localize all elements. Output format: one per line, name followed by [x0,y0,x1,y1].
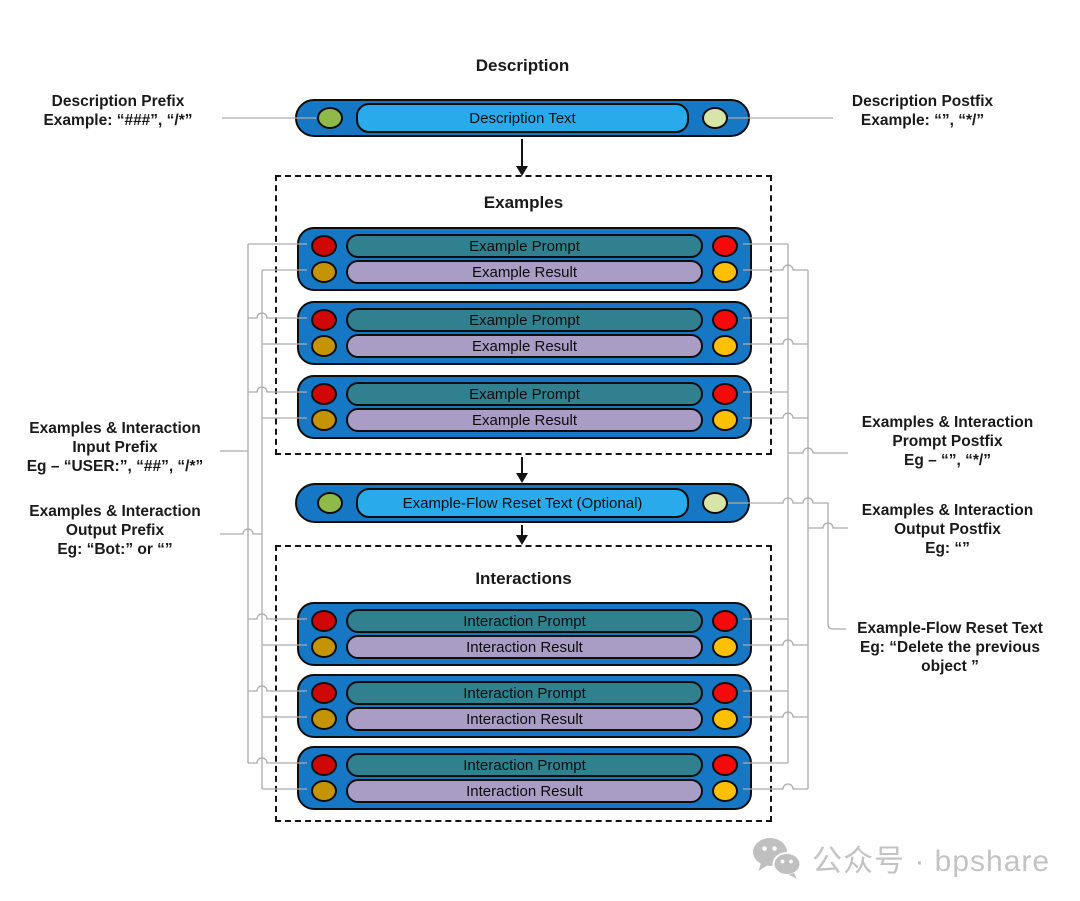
prompt-postfix-marker-icon [712,682,738,704]
example-result-line: Example Result [311,334,738,358]
note-line: Examples & Interaction [861,414,1034,431]
interactions-group-box: Interactions Interaction Prompt Interact… [275,545,772,822]
example-row: Example Prompt Example Result [297,227,752,291]
interaction-prompt-line: Interaction Prompt [311,609,738,633]
note-line: Examples & Interaction [29,420,201,437]
note-line: Example: “”, “*/” [860,112,985,129]
example-row: Example Prompt Example Result [297,301,752,365]
input-prefix-marker-icon [311,682,337,704]
output-postfix-marker-icon [712,708,738,730]
prompt-postfix-marker-icon [712,610,738,632]
output-prefix-note: Examples & Interaction Output Prefix Eg:… [2,502,228,559]
example-prompt-pill: Example Prompt [346,234,703,258]
output-prefix-marker-icon [311,335,337,357]
interaction-result-pill: Interaction Result [346,635,703,659]
input-prefix-marker-icon [311,309,337,331]
prompt-postfix-marker-icon [712,309,738,331]
output-prefix-marker-icon [311,261,337,283]
note-line: Eg – “USER:”, “##”, “/*” [26,458,204,475]
output-prefix-marker-icon [311,780,337,802]
example-prompt-line: Example Prompt [311,382,738,406]
interaction-row: Interaction Prompt Interaction Result [297,674,752,738]
prompt-postfix-marker-icon [712,235,738,257]
interaction-prompt-pill: Interaction Prompt [346,681,703,705]
description-prefix-marker-icon [317,107,343,129]
example-result-line: Example Result [311,408,738,432]
interaction-result-line: Interaction Result [311,779,738,803]
note-line: Eg – “”, “*/” [904,452,991,469]
interaction-result-pill: Interaction Result [346,779,703,803]
description-prefix-note: Description Prefix Example: “###”, “/*” [12,92,224,130]
wechat-icon [753,838,802,879]
note-line: Prompt Postfix [892,433,1003,450]
output-postfix-note: Examples & Interaction Output Postfix Eg… [845,501,1050,558]
reset-postfix-marker-icon [702,492,728,514]
interaction-prompt-line: Interaction Prompt [311,753,738,777]
interaction-result-pill: Interaction Result [346,707,703,731]
output-postfix-marker-icon [712,780,738,802]
reset-text-note: Example-Flow Reset Text Eg: “Delete the … [840,619,1060,676]
output-postfix-marker-icon [712,261,738,283]
note-line: Eg: “” [925,540,970,557]
example-flow-reset-pill: Example-Flow Reset Text (Optional) [295,483,750,523]
prompt-postfix-marker-icon [712,754,738,776]
watermark: 公众号 · bpshare [752,836,1050,880]
example-row: Example Prompt Example Result [297,375,752,439]
note-line: Output Prefix [65,522,165,539]
description-pill: Description Text [295,99,750,137]
interaction-prompt-pill: Interaction Prompt [346,609,703,633]
input-prefix-marker-icon [311,610,337,632]
input-prefix-marker-icon [311,754,337,776]
prompt-postfix-note: Examples & Interaction Prompt Postfix Eg… [845,413,1050,470]
note-line: Description Postfix [851,93,994,110]
example-result-line: Example Result [311,260,738,284]
input-prefix-note: Examples & Interaction Input Prefix Eg –… [2,419,228,476]
example-prompt-pill: Example Prompt [346,382,703,406]
description-text-pill: Description Text [356,103,689,133]
output-postfix-marker-icon [712,335,738,357]
example-result-pill: Example Result [346,260,703,284]
watermark-text: 公众号 · bpshare [812,845,1051,878]
example-result-pill: Example Result [346,334,703,358]
note-line: Description Prefix [51,93,185,110]
note-line: Eg: “Delete the previous [859,639,1040,656]
description-postfix-note: Description Postfix Example: “”, “*/” [830,92,1015,130]
interaction-row: Interaction Prompt Interaction Result [297,602,752,666]
input-prefix-marker-icon [311,235,337,257]
interactions-title: Interactions [475,569,572,588]
output-prefix-marker-icon [311,409,337,431]
examples-title: Examples [483,193,564,212]
example-prompt-pill: Example Prompt [346,308,703,332]
note-line: Input Prefix [72,439,158,456]
note-line: Example-Flow Reset Text [857,620,1043,637]
interaction-row: Interaction Prompt Interaction Result [297,746,752,810]
note-line: Example: “###”, “/*” [43,112,193,129]
note-line: Examples & Interaction [29,503,201,520]
example-prompt-line: Example Prompt [311,308,738,332]
examples-group-box: Examples Example Prompt Example Result E… [275,175,772,455]
input-prefix-marker-icon [311,383,337,405]
reset-prefix-marker-icon [317,492,343,514]
description-title: Description [475,56,570,75]
note-line: object ” [921,658,979,675]
interaction-result-line: Interaction Result [311,635,738,659]
output-postfix-marker-icon [712,636,738,658]
output-prefix-marker-icon [311,708,337,730]
prompt-postfix-marker-icon [712,383,738,405]
interaction-prompt-line: Interaction Prompt [311,681,738,705]
note-line: Output Postfix [894,521,1001,538]
interaction-result-line: Interaction Result [311,707,738,731]
description-postfix-marker-icon [702,107,728,129]
interaction-prompt-pill: Interaction Prompt [346,753,703,777]
note-line: Examples & Interaction [861,502,1034,519]
example-result-pill: Example Result [346,408,703,432]
output-prefix-marker-icon [311,636,337,658]
note-line: Eg: “Bot:” or “” [57,541,173,558]
reset-text-pill: Example-Flow Reset Text (Optional) [356,488,689,518]
example-prompt-line: Example Prompt [311,234,738,258]
output-postfix-marker-icon [712,409,738,431]
